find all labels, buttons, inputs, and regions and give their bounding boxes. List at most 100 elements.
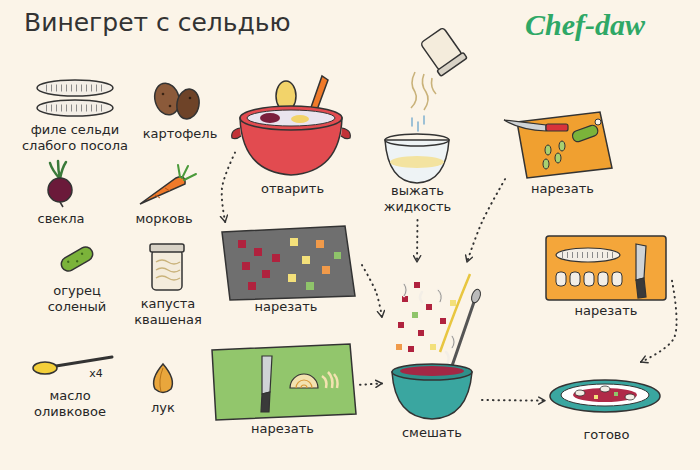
plate-illustration <box>600 386 610 392</box>
squeeze-illustration <box>385 26 467 183</box>
ingredient-label: капуста квашеная <box>122 296 214 329</box>
ingredient-label: х4 <box>80 367 112 381</box>
herring-board-illustration <box>598 272 608 286</box>
squeeze-illustration <box>419 26 468 76</box>
herring-fillet-icon <box>46 105 104 112</box>
step-label: нарезать <box>251 421 314 437</box>
dotted-arrow <box>222 153 235 222</box>
herring-board-illustration <box>546 236 666 300</box>
onion-board-illustration <box>261 392 270 412</box>
cucumber-icon <box>59 244 95 273</box>
mixing-bowl-illustration <box>452 302 474 366</box>
sauerkraut-jar-icon <box>150 244 184 290</box>
diced-vegetables-board-illustration <box>302 256 310 264</box>
diced-vegetables-board-illustration <box>306 282 314 290</box>
onion-board-illustration <box>212 344 356 420</box>
onion-icon <box>154 364 173 393</box>
mixing-bowl-illustration <box>396 344 402 350</box>
dotted-arrow <box>467 179 505 262</box>
cucumber-board-illustration <box>595 119 601 125</box>
herring-board-illustration <box>636 278 646 298</box>
mixing-bowl-illustration <box>402 296 408 302</box>
cucumber-icon <box>80 252 83 255</box>
boiling-pot-illustration <box>232 76 351 175</box>
potato-icon <box>169 105 172 108</box>
step-label: нарезать <box>575 303 638 319</box>
step-label: нарезать <box>255 299 318 315</box>
mixing-bowl-illustration <box>412 312 418 318</box>
spoon-icon <box>56 357 112 366</box>
boiling-pot-illustration <box>291 115 309 123</box>
diced-vegetables-board-illustration <box>238 240 246 248</box>
herring-board-illustration <box>546 236 666 300</box>
mixing-bowl-illustration <box>426 304 432 310</box>
step-label: смешать <box>402 425 462 441</box>
mixing-bowl-illustration <box>408 346 414 352</box>
cucumber-board-illustration <box>517 112 612 178</box>
diced-vegetables-board-illustration <box>322 266 330 274</box>
plate-illustration <box>550 380 660 412</box>
potato-icon <box>151 80 201 120</box>
herring-board-illustration <box>556 248 620 262</box>
mixing-bowl-illustration <box>404 284 454 362</box>
squeeze-illustration <box>412 116 424 131</box>
step-box: нарезать <box>540 228 672 324</box>
cucumber-board-illustration <box>559 141 565 151</box>
cucumber-board-illustration <box>504 120 546 131</box>
diced-vegetables-board-illustration <box>272 254 280 262</box>
mixing-bowl-illustration <box>440 318 446 324</box>
beet-icon <box>48 178 72 202</box>
step-label: отварить <box>261 181 324 197</box>
mixing-bowl-illustration <box>392 274 482 419</box>
cucumber-icon <box>59 244 95 273</box>
cucumber-board-illustration <box>546 124 568 131</box>
step-box: готово <box>545 362 668 448</box>
herring-board-illustration <box>570 272 580 286</box>
herring-fillet-icon <box>46 85 104 92</box>
beet-icon <box>48 161 72 207</box>
potato-icon <box>189 97 192 100</box>
herring-board-illustration <box>636 244 646 280</box>
ingredient-label: филе сельди слабого посола <box>14 122 136 155</box>
plate-illustration <box>550 380 660 412</box>
step-box: выжать жидкость <box>376 52 459 220</box>
ingredient-label: картофель <box>134 126 226 142</box>
mixing-bowl-illustration <box>430 344 436 350</box>
cucumber-icon <box>75 260 78 263</box>
mixing-bowl-illustration <box>404 284 454 348</box>
onion-board-illustration <box>322 372 338 388</box>
squeeze-illustration <box>437 52 467 76</box>
step-box: нарезать <box>205 338 360 442</box>
logo-text: Chef-daw <box>495 6 675 44</box>
diced-vegetables-board-illustration <box>242 262 250 270</box>
onion-board-illustration <box>296 380 312 388</box>
step-box: отварить <box>235 72 350 202</box>
squeeze-illustration <box>411 72 436 110</box>
dotted-arrow <box>362 265 382 317</box>
cucumber-board-illustration <box>543 159 549 169</box>
mixing-bowl-illustration <box>400 366 464 376</box>
potato-icon <box>162 93 165 96</box>
onion-board-illustration <box>290 374 318 388</box>
ingredient-label: лук <box>138 400 188 416</box>
mixing-bowl-illustration <box>392 364 472 380</box>
mixing-bowl-illustration <box>414 282 420 288</box>
ingredient-label: свекла <box>21 211 101 227</box>
spoon-icon <box>33 362 57 374</box>
herring-board-illustration <box>584 272 594 286</box>
herring-board-illustration <box>556 272 566 286</box>
mixing-bowl-illustration <box>470 288 482 304</box>
onion-icon <box>160 368 163 392</box>
onion-icon <box>154 364 173 393</box>
cucumber-board-illustration <box>571 124 599 143</box>
dotted-arrow <box>416 220 419 262</box>
dotted-arrow <box>641 281 677 362</box>
boiling-pot-illustration <box>260 113 280 123</box>
plate-illustration <box>625 394 635 400</box>
dotted-arrow <box>482 399 545 402</box>
potato-icon <box>175 87 202 120</box>
diced-vegetables-board-illustration <box>316 240 324 248</box>
carrot-icon <box>155 188 170 198</box>
plate-illustration <box>561 384 649 406</box>
